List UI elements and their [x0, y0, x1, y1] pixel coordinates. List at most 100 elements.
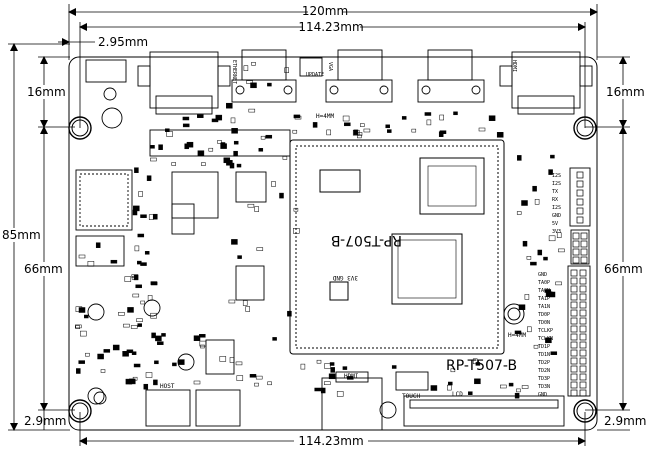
smd-part	[336, 391, 344, 397]
gpio-label: TA0N	[538, 288, 550, 294]
smd-part	[151, 332, 156, 339]
right-pin-label: RX	[552, 197, 558, 203]
smd-part	[150, 145, 155, 149]
smd-part	[231, 239, 238, 245]
left-components	[75, 129, 291, 405]
smd-part	[136, 318, 143, 322]
mounting-hole-bl	[68, 399, 92, 423]
smd-part	[256, 247, 264, 251]
smd-part	[126, 349, 134, 354]
dim-hole-span-left: 66mm	[24, 262, 63, 276]
smd-part	[294, 115, 302, 120]
lcd-connector	[403, 395, 565, 427]
smd-part	[430, 385, 438, 391]
right-pin-label: I2S	[552, 173, 561, 179]
smd-part	[472, 358, 478, 365]
som-label: RP-T507-B	[331, 232, 402, 248]
smd-part	[233, 140, 239, 145]
smd-part	[100, 369, 106, 373]
header-pin	[570, 277, 578, 285]
smd-part	[347, 376, 354, 380]
smd-part	[137, 323, 142, 327]
chip-left-2	[171, 203, 195, 235]
smd-part	[328, 373, 336, 380]
smd-part	[324, 363, 331, 369]
smd-part	[131, 351, 137, 355]
header-pin	[579, 333, 587, 341]
smd-part	[75, 325, 80, 329]
gpio-label: TD0P	[538, 312, 550, 318]
smd-part	[352, 129, 360, 136]
smd-part	[250, 82, 257, 89]
smd-part	[411, 128, 417, 133]
gpio-label: TD3N	[538, 384, 550, 390]
header-pin	[579, 317, 587, 325]
smd-part	[516, 388, 521, 393]
smd-part	[500, 384, 507, 389]
header-pin	[580, 256, 588, 264]
smd-part	[137, 233, 145, 238]
gpio-label: GND	[538, 392, 547, 398]
smd-part	[150, 281, 158, 285]
smd-part	[292, 129, 298, 134]
gpio-label: GND	[538, 272, 547, 278]
gpio-label: TA1N	[538, 304, 550, 310]
smd-part	[267, 82, 272, 87]
right-pin-label: I2S	[552, 181, 561, 187]
chip-left-1	[235, 171, 267, 203]
smd-part	[155, 335, 162, 342]
smd-part	[157, 341, 164, 345]
smd-part	[144, 251, 150, 255]
smd-part	[103, 349, 111, 353]
hdmi-connector	[321, 377, 383, 431]
header-pin	[570, 309, 578, 317]
smd-part	[342, 115, 350, 122]
header-pin	[579, 357, 587, 365]
smd-part	[468, 391, 473, 395]
svg-text:ETHERNET: ETHERNET	[231, 60, 237, 84]
smd-part	[254, 206, 259, 212]
smd-part	[124, 276, 132, 282]
smd-part	[95, 242, 101, 248]
header-pin	[570, 365, 578, 373]
ram-chip	[419, 157, 485, 215]
header-pin	[576, 171, 584, 179]
smd-part	[537, 249, 543, 256]
smd-part	[153, 379, 158, 386]
smd-part	[527, 326, 532, 333]
smd-part	[138, 191, 143, 197]
gpio-header	[567, 265, 591, 397]
bottom-connectors	[93, 371, 565, 431]
gpio-label: TA1P	[538, 296, 550, 302]
smd-part	[237, 255, 242, 259]
smd-part	[387, 129, 392, 133]
smd-part	[122, 351, 129, 357]
dim-bottom-offset-left: 2.9mm	[24, 414, 66, 428]
smd-part	[543, 256, 548, 261]
smd-part	[265, 134, 273, 139]
smd-part	[158, 144, 163, 150]
smd-part	[453, 111, 458, 116]
header-pin	[576, 207, 584, 215]
smd-part	[148, 214, 154, 220]
header-pin	[570, 333, 578, 341]
smd-part	[226, 102, 233, 109]
smd-part	[548, 169, 553, 175]
smd-part	[267, 381, 272, 386]
smd-part	[450, 368, 456, 373]
smd-part	[447, 384, 452, 391]
smd-part	[130, 325, 138, 329]
smd-part	[143, 383, 149, 390]
gpio-label: TCLKP	[538, 328, 553, 334]
smd-part	[242, 300, 248, 306]
smd-part	[133, 363, 141, 368]
svg-text:HOST: HOST	[160, 383, 175, 390]
smd-part	[125, 378, 133, 385]
dim-hole-span-right: 66mm	[604, 262, 643, 276]
smd-part	[401, 116, 407, 120]
smd-components	[75, 62, 565, 399]
smd-part	[178, 359, 185, 365]
smd-part	[316, 359, 322, 364]
smd-part	[251, 62, 256, 66]
header-pin	[570, 317, 578, 325]
